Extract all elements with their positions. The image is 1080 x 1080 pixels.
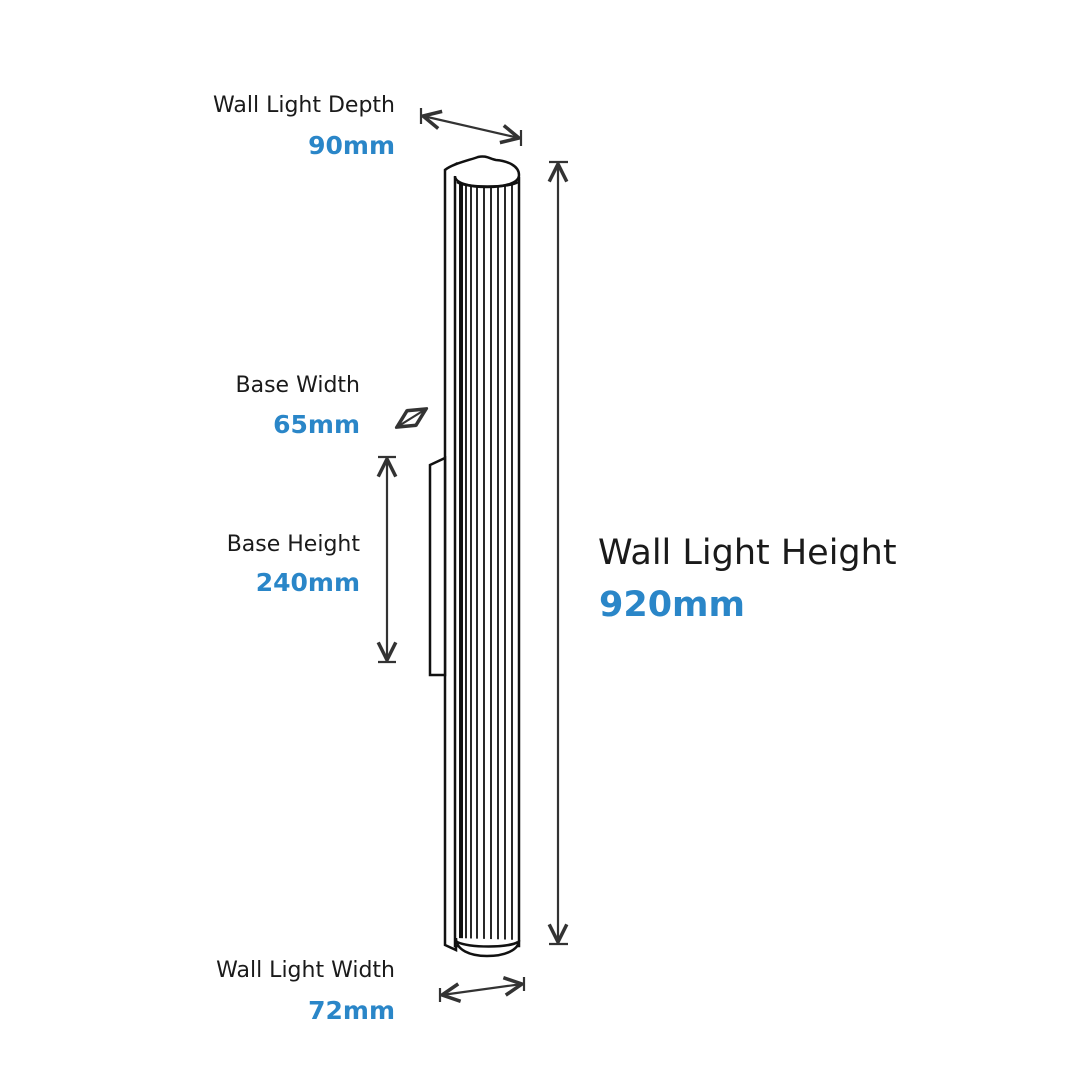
base-width-label: Base Width <box>235 373 360 398</box>
width-label: Wall Light Width <box>216 958 395 983</box>
height-value: 920mm <box>599 585 745 625</box>
base-width-value: 65mm <box>273 410 360 439</box>
base-height-label: Base Height <box>226 532 360 557</box>
base-width-arrow <box>397 409 426 427</box>
depth-arrow <box>423 116 519 138</box>
dimension-lines <box>378 108 568 1002</box>
width-arrow <box>442 984 522 995</box>
width-value: 72mm <box>308 996 395 1025</box>
depth-label: Wall Light Depth <box>213 93 395 118</box>
depth-value: 90mm <box>308 131 395 160</box>
height-label: Wall Light Height <box>598 533 897 573</box>
base-height-value: 240mm <box>255 568 360 597</box>
wall-light-body <box>428 155 521 958</box>
